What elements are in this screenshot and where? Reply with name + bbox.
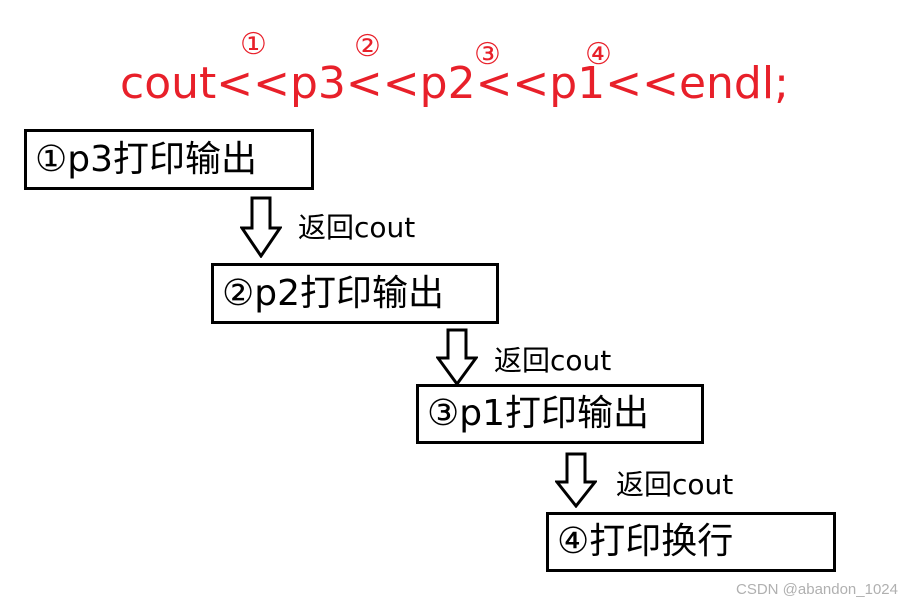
return-label-2: 返回cout bbox=[494, 344, 612, 377]
marker-3: ③ bbox=[474, 37, 501, 72]
watermark: CSDN @abandon_1024 bbox=[735, 581, 898, 598]
return-label-1: 返回cout bbox=[298, 211, 416, 244]
marker-2: ② bbox=[354, 29, 381, 64]
code-statement: cout<<p3<<p2<<p1<<endl; bbox=[120, 58, 789, 109]
down-arrow-icon bbox=[240, 196, 282, 258]
step-2-label: ②p2打印输出 bbox=[222, 272, 445, 314]
marker-4: ④ bbox=[585, 37, 612, 72]
step-1-box: ①p3打印输出 bbox=[24, 129, 314, 190]
return-label-3: 返回cout bbox=[616, 468, 734, 501]
step-3-label: ③p1打印输出 bbox=[427, 393, 650, 434]
down-arrow-icon bbox=[555, 452, 597, 508]
step-1-label: ①p3打印输出 bbox=[35, 138, 258, 180]
down-arrow-icon bbox=[436, 328, 478, 386]
step-2-box: ②p2打印输出 bbox=[211, 263, 499, 324]
step-3-box: ③p1打印输出 bbox=[416, 384, 704, 444]
marker-1: ① bbox=[240, 27, 267, 62]
step-4-label: ④打印换行 bbox=[557, 521, 734, 562]
step-4-box: ④打印换行 bbox=[546, 512, 836, 572]
